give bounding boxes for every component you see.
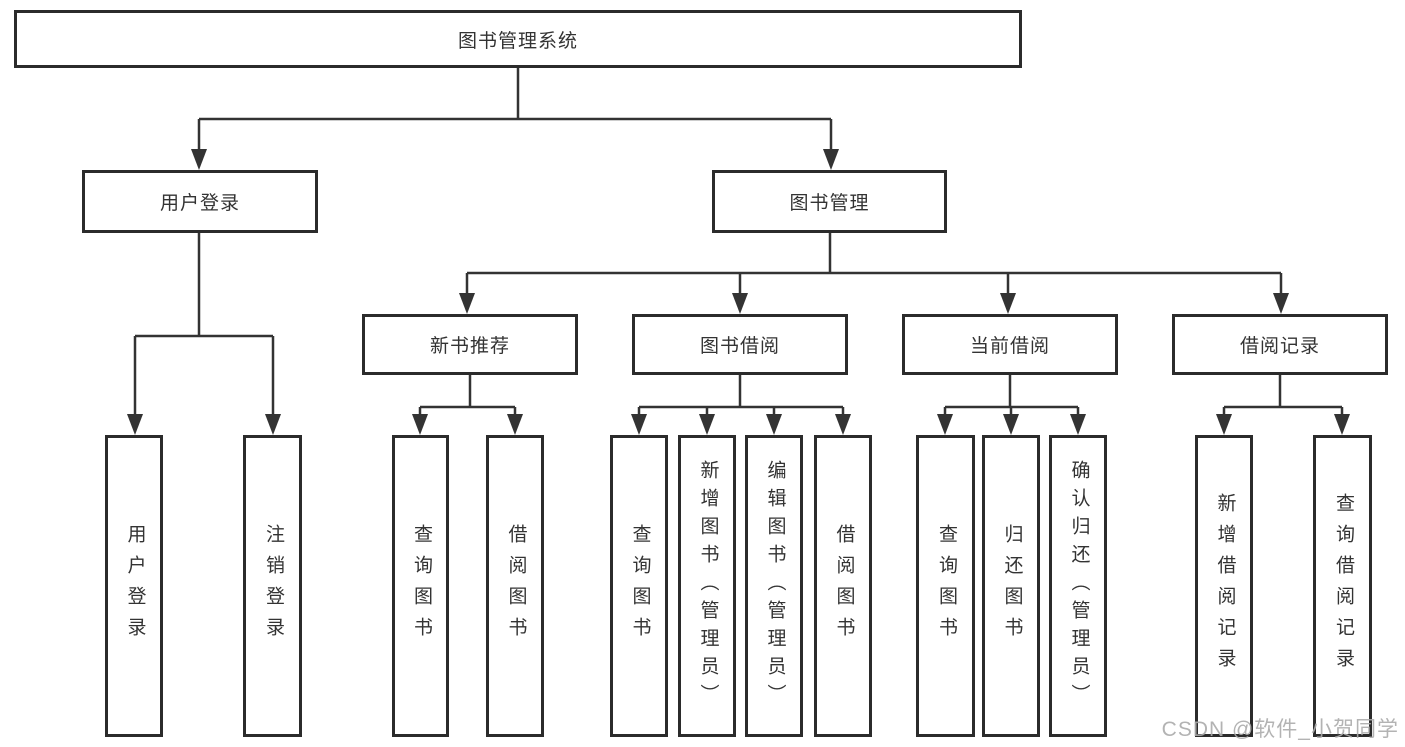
arrowhead-icon [631,414,647,435]
node-leaf-confirm-return-admin: 确认归还（管理员） [1049,435,1107,737]
node-leaf-return-book: 归还图书 [982,435,1040,737]
arrowhead-icon [766,414,782,435]
node-leaf-add-borrow-record: 新增借阅记录 [1195,435,1253,737]
arrowhead-icon [835,414,851,435]
node-leaf-query-books-current: 查询图书 [916,435,975,737]
arrowhead-icon [732,293,748,314]
arrowhead-icon [191,149,207,170]
connector-path [418,375,517,417]
connector-path [133,233,275,417]
node-book-borrowing: 图书借阅 [632,314,848,375]
node-book-management: 图书管理 [712,170,947,233]
node-leaf-edit-book-admin: 编辑图书（管理员） [745,435,803,737]
arrowhead-icon [1273,293,1289,314]
arrowhead-icon [699,414,715,435]
node-leaf-query-books-recommend: 查询图书 [392,435,449,737]
node-leaf-add-book-admin: 新增图书（管理员） [678,435,736,737]
arrowhead-icon [459,293,475,314]
node-borrowing-records: 借阅记录 [1172,314,1388,375]
node-user-login: 用户登录 [82,170,318,233]
connector-path [1222,375,1344,417]
arrowhead-icon [127,414,143,435]
watermark: CSDN @软件_小贺同学 [1161,718,1399,741]
arrowhead-icon [412,414,428,435]
arrowhead-icon [823,149,839,170]
arrowhead-icon [1334,414,1350,435]
node-leaf-user-login: 用户登录 [105,435,163,737]
connector-path [197,68,833,152]
arrowhead-icon [507,414,523,435]
node-library-system: 图书管理系统 [14,10,1022,68]
node-leaf-borrow-books-recommend: 借阅图书 [486,435,544,737]
arrowhead-icon [265,414,281,435]
node-leaf-query-borrow-record: 查询借阅记录 [1313,435,1372,737]
arrowhead-icon [937,414,953,435]
connector-path [943,375,1080,417]
node-current-borrowing: 当前借阅 [902,314,1118,375]
node-leaf-logout: 注销登录 [243,435,302,737]
node-leaf-query-books-borrow: 查询图书 [610,435,668,737]
connector-path [465,233,1283,296]
arrowhead-icon [1216,414,1232,435]
arrowhead-icon [1070,414,1086,435]
arrowhead-icon [1000,293,1016,314]
node-new-book-recommend: 新书推荐 [362,314,578,375]
connector-path [637,375,845,417]
node-leaf-borrow-books: 借阅图书 [814,435,872,737]
arrowhead-icon [1003,414,1019,435]
